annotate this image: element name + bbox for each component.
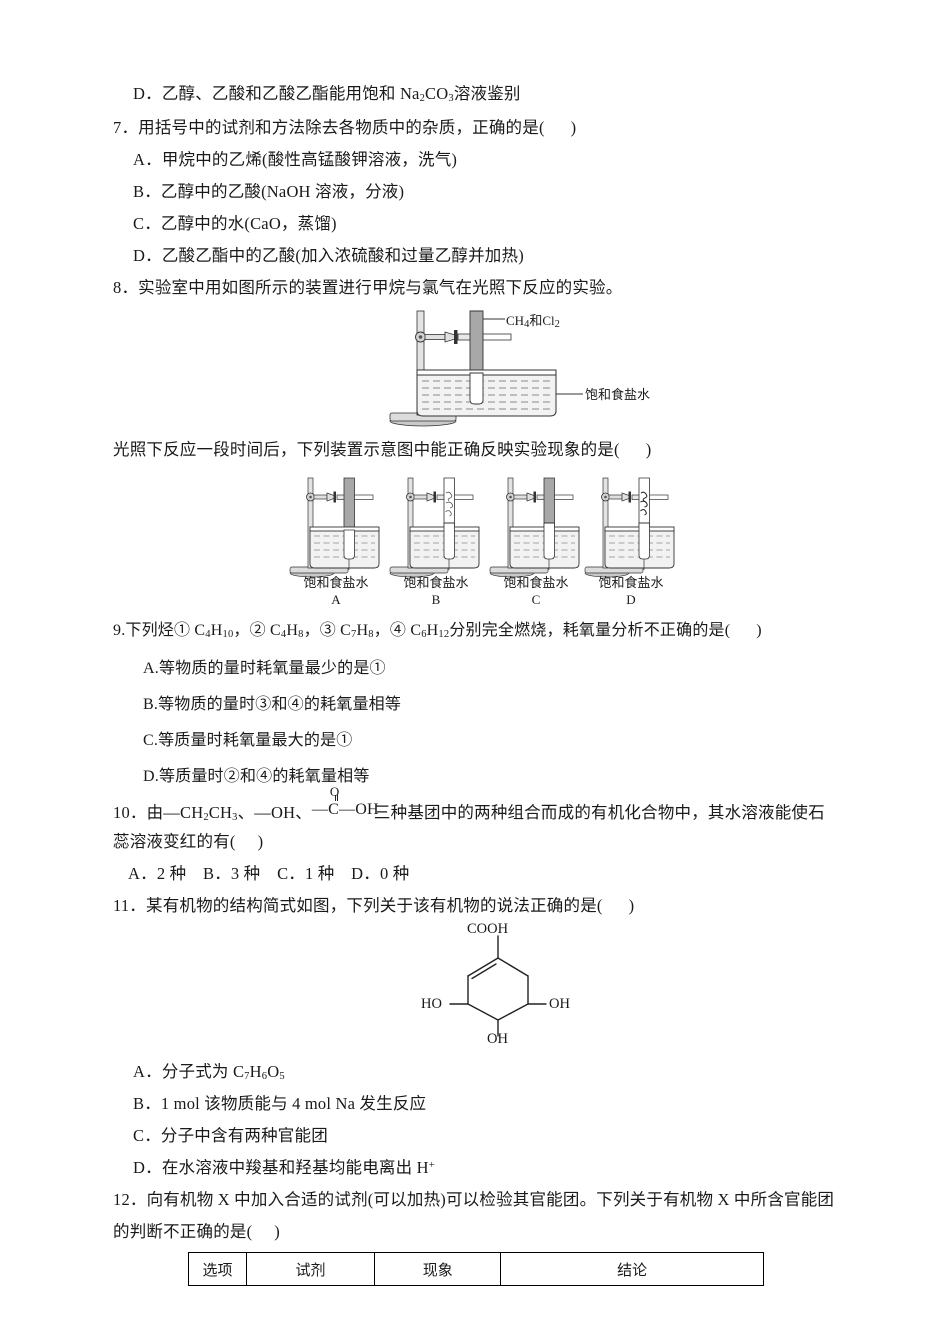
apparatus-choice-a-caption: 饱和食盐水 bbox=[303, 575, 369, 590]
q6-option-d: D．乙醇、乙酸和乙酸乙酯能用饱和 Na2CO3溶液鉴别 bbox=[133, 84, 521, 104]
apparatus-choice-d-letter: D bbox=[626, 592, 636, 607]
q9-option-a: A.等物质的量时耗氧量最少的是① bbox=[143, 660, 386, 677]
apparatus-liquid-label: 饱和食盐水 bbox=[585, 387, 651, 402]
apparatus-choice-a-letter: A bbox=[331, 592, 341, 607]
table-header-reagent: 试剂 bbox=[245, 1252, 376, 1286]
q7-stem: 7．用括号中的试剂和方法除去各物质中的杂质，正确的是() bbox=[113, 118, 577, 137]
apparatus-choice-c-caption: 饱和食盐水 bbox=[503, 575, 569, 590]
q10-options: A．2 种 B．3 种 C．1 种 D．0 种 bbox=[128, 864, 410, 883]
q11-stem: 11．某有机物的结构简式如图，下列关于该有机物的说法正确的是() bbox=[113, 896, 635, 915]
q9-stem: 9.下列烃① C4H10，② C4H8，③ C7H8，④ C6H12分别完全燃烧… bbox=[113, 622, 762, 640]
molecule-structure bbox=[408, 918, 588, 1043]
molecule-label-oh-right: OH bbox=[549, 996, 570, 1012]
molecule-label-cooh: COOH bbox=[467, 921, 509, 937]
q10-stem-line2: 蕊溶液变红的有() bbox=[113, 832, 264, 851]
molecule-label-ho: HO bbox=[421, 996, 442, 1012]
apparatus-choice-c-letter: C bbox=[531, 592, 541, 607]
table-header-option: 选项 bbox=[188, 1252, 247, 1286]
q11-option-a: A．分子式为 C7H6O5 bbox=[133, 1062, 285, 1082]
q11-option-c: C．分子中含有两种官能团 bbox=[133, 1126, 328, 1145]
apparatus-choice-b bbox=[388, 475, 484, 585]
apparatus-choice-b-letter: B bbox=[431, 592, 441, 607]
apparatus-gas-label: CH4和Cl2 bbox=[506, 313, 560, 330]
apparatus-choice-a bbox=[288, 475, 384, 585]
q11-option-b: B．1 mol 该物质能与 4 mol Na 发生反应 bbox=[133, 1094, 427, 1113]
apparatus-choice-c bbox=[488, 475, 584, 585]
apparatus-choice-d-caption: 饱和食盐水 bbox=[598, 575, 664, 590]
q7-option-d: D．乙酸乙酯中的乙酸(加入浓硫酸和过量乙醇并加热) bbox=[133, 246, 524, 265]
q12-table: 选项 试剂 现象 结论 bbox=[188, 1252, 764, 1286]
apparatus-choice-d bbox=[583, 475, 679, 585]
table-header-phenomenon: 现象 bbox=[374, 1252, 502, 1286]
q9-option-c: C.等质量时耗氧量最大的是① bbox=[143, 732, 353, 749]
q12-stem-line2: 的判断不正确的是() bbox=[113, 1222, 280, 1241]
carboxyl-group-icon: O—C—OH bbox=[311, 784, 379, 818]
apparatus-figure-main bbox=[385, 305, 685, 430]
q9-option-b: B.等物质的量时③和④的耗氧量相等 bbox=[143, 696, 402, 713]
q8-stem: 8．实验室中用如图所示的装置进行甲烷与氯气在光照下反应的实验。 bbox=[113, 278, 623, 297]
q12-stem-line1: 12．向有机物 X 中加入合适的试剂(可以加热)可以检验其官能团。下列关于有机物… bbox=[113, 1190, 835, 1209]
table-header-conclusion: 结论 bbox=[500, 1252, 764, 1286]
q7-option-a: A．甲烷中的乙烯(酸性高锰酸钾溶液，洗气) bbox=[133, 150, 458, 169]
q8-stem2: 光照下反应一段时间后，下列装置示意图中能正确反映实验现象的是() bbox=[113, 440, 652, 459]
q7-option-b: B．乙醇中的乙酸(NaOH 溶液，分液) bbox=[133, 182, 405, 201]
q7-option-c: C．乙醇中的水(CaO，蒸馏) bbox=[133, 214, 337, 233]
table-header-row: 选项 试剂 现象 结论 bbox=[188, 1252, 764, 1286]
q11-option-d: D．在水溶液中羧基和羟基均能电离出 H+ bbox=[133, 1158, 435, 1177]
molecule-label-oh-bottom: OH bbox=[487, 1031, 508, 1047]
apparatus-choice-b-caption: 饱和食盐水 bbox=[403, 575, 469, 590]
q9-option-d: D.等质量时②和④的耗氧量相等 bbox=[143, 768, 370, 785]
